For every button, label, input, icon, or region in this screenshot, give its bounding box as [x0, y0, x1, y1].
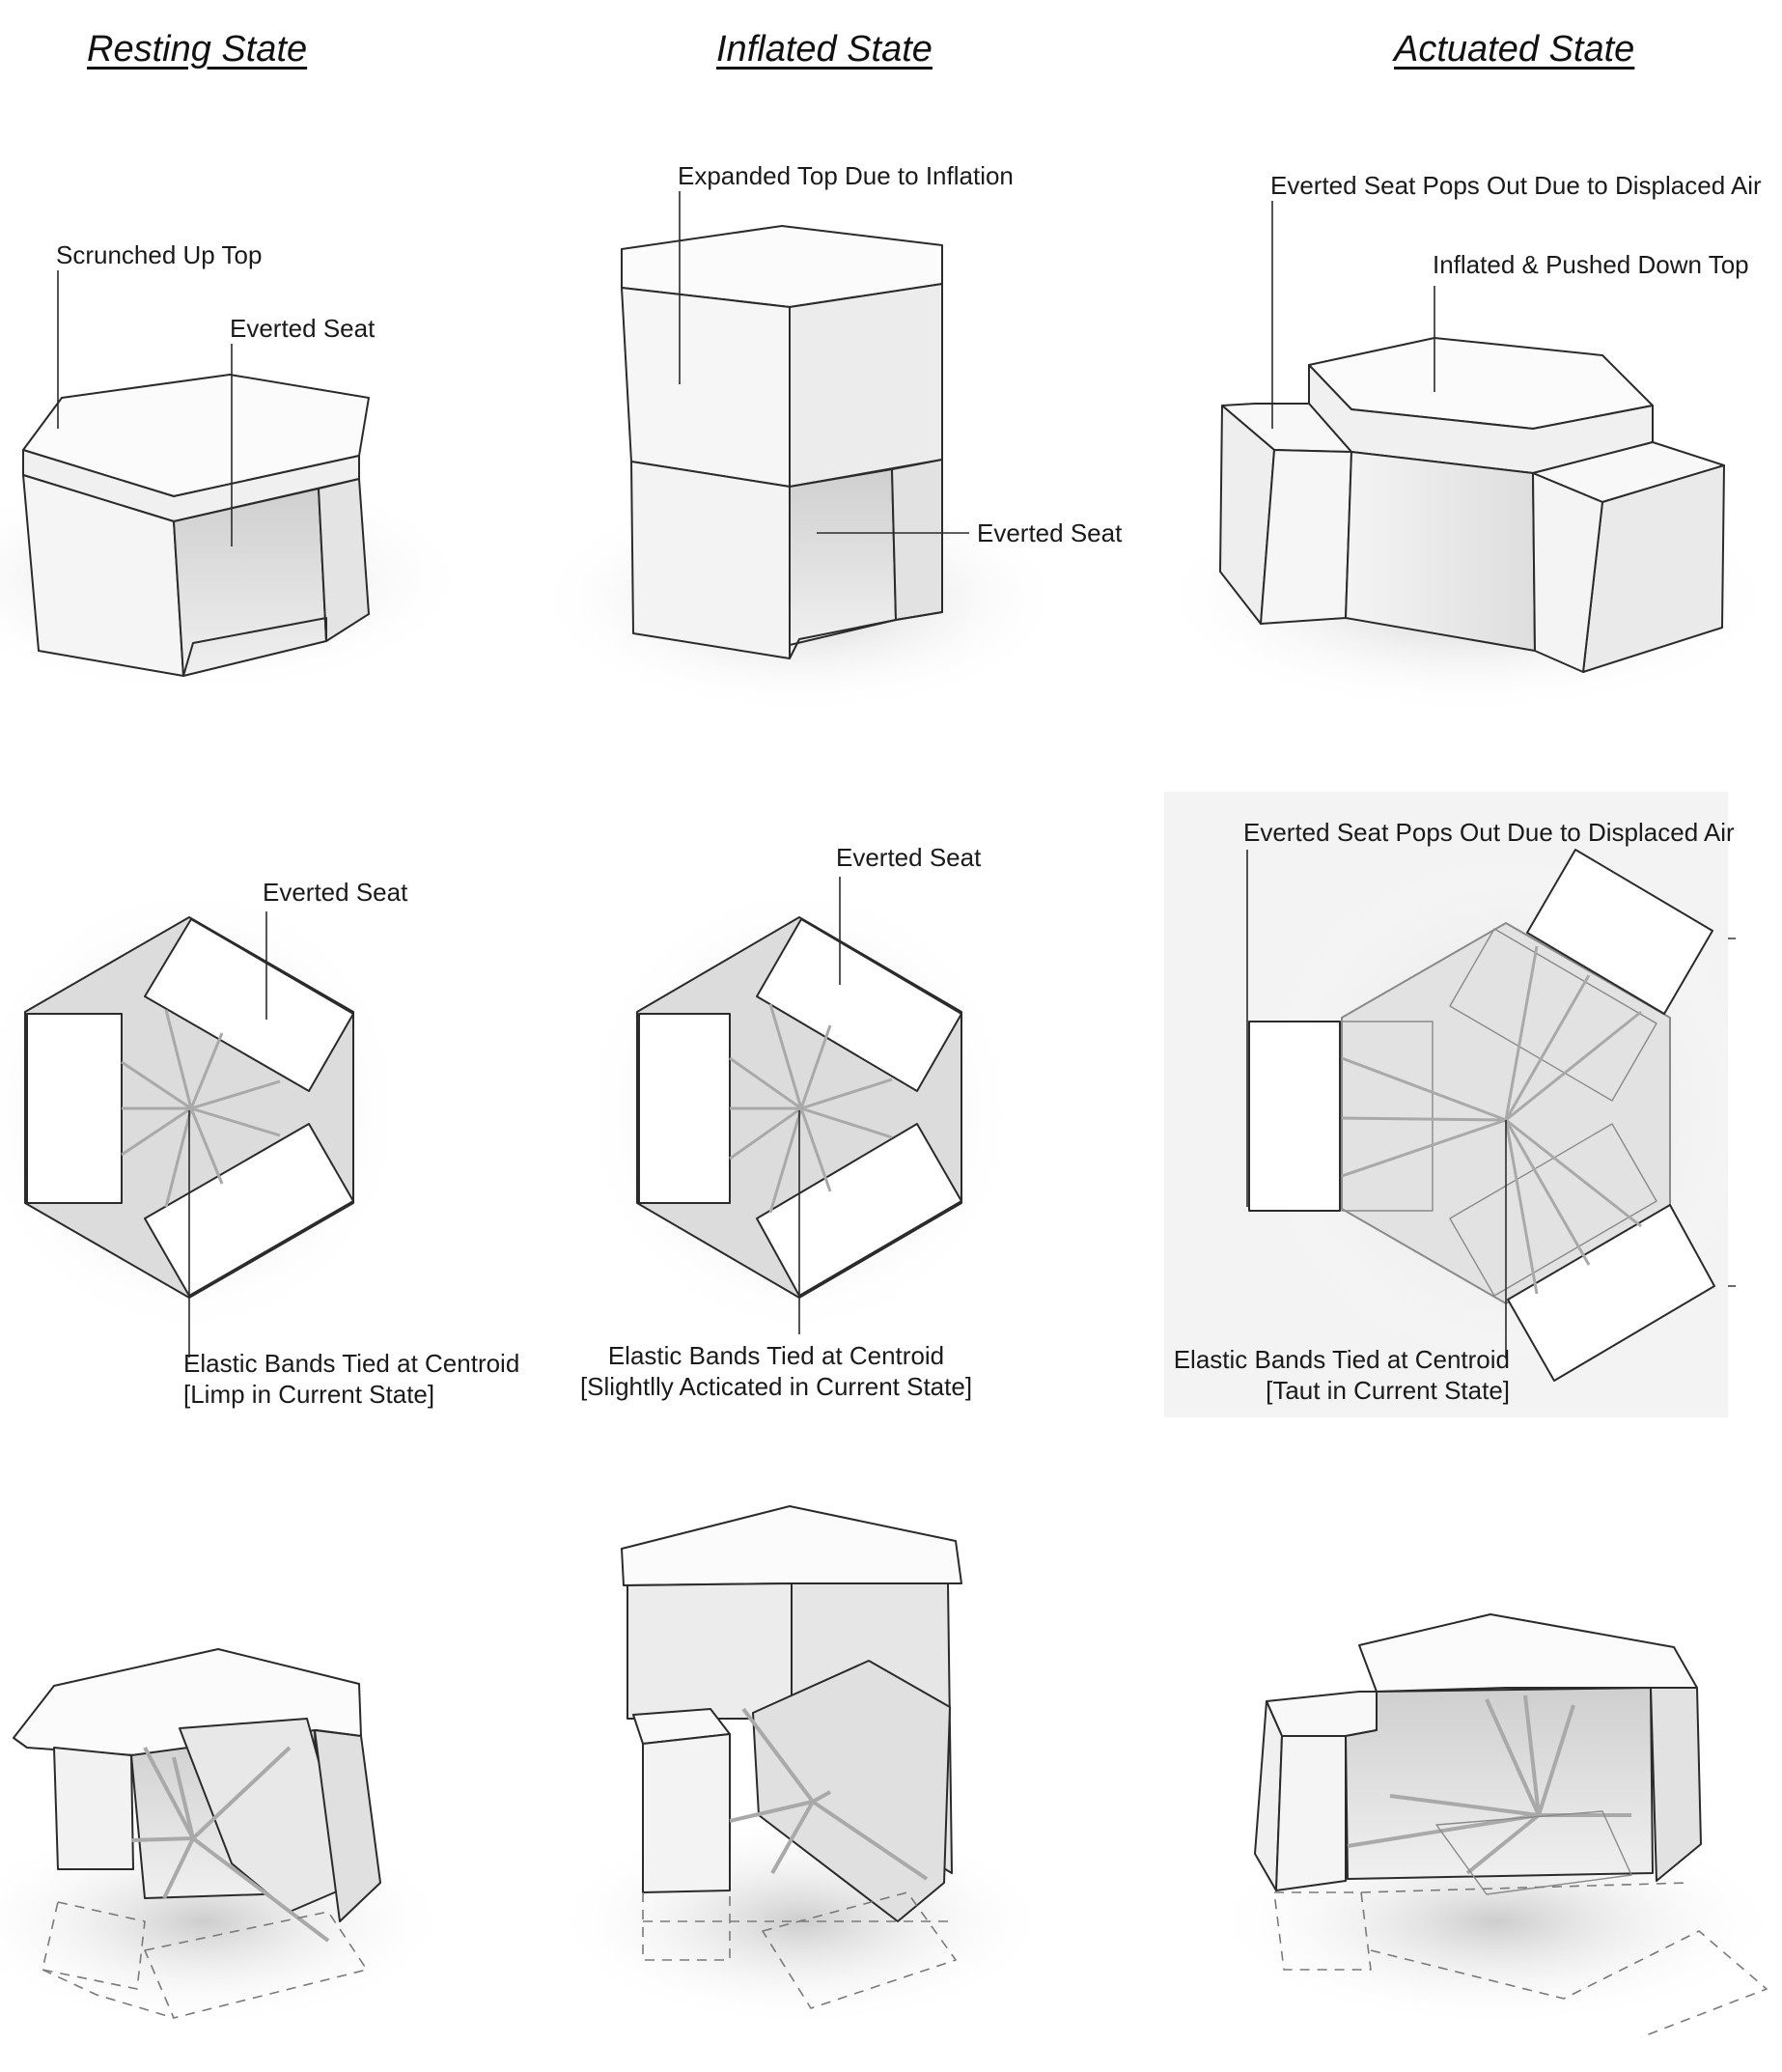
header-actuated-state: Actuated State	[1394, 29, 1634, 70]
actuated-cutaway-step	[1267, 1692, 1377, 1736]
label-plan-inflated-seat: Everted Seat	[836, 842, 981, 873]
header-inflated-state: Inflated State	[716, 29, 933, 70]
label-inflated-top: Expanded Top Due to Inflation	[678, 160, 1014, 191]
actuated-cutaway-inner	[1346, 1688, 1653, 1879]
label-plan-resting-seat: Everted Seat	[263, 877, 407, 908]
inflated-cutaway-left-seat	[643, 1734, 730, 1892]
label-plan-actuated-bands-line2: [Taut in Current State]	[1158, 1375, 1510, 1406]
actuated-perspective	[1149, 338, 1782, 714]
inflated-perspective	[531, 226, 1072, 714]
label-plan-actuated-bands: Elastic Bands Tied at Centroid [Taut in …	[1158, 1344, 1510, 1406]
label-resting-top: Scrunched Up Top	[56, 239, 262, 270]
resting-plan-seat-left	[27, 1014, 122, 1203]
inflated-plan-seat-left	[639, 1014, 730, 1203]
actuated-plan-band	[1342, 1118, 1506, 1120]
label-plan-actuated-bands-line1: Elastic Bands Tied at Centroid	[1158, 1344, 1510, 1375]
actuated-plan-seat-left	[1249, 1022, 1340, 1211]
inflated-upper-right	[790, 284, 942, 487]
resting-perspective	[0, 375, 473, 695]
actuated-cutaway-left-front	[1276, 1736, 1346, 1890]
inflated-cutaway-back-left	[627, 1583, 792, 1719]
resting-cutaway	[0, 1649, 454, 2028]
actuated-cutaway-top	[1359, 1614, 1697, 1692]
actuated-left-box-front	[1261, 450, 1351, 624]
inflated-lower-cavity	[790, 469, 896, 645]
inflated-lower-left	[631, 462, 790, 658]
resting-plan	[0, 879, 411, 1342]
label-plan-actuated-seat: Everted Seat Pops Out Due to Displaced A…	[1243, 817, 1735, 848]
label-plan-inflated-bands-line2: [Slightlly Acticated in Current State]	[579, 1371, 973, 1402]
inflated-upper-left	[622, 288, 790, 487]
label-plan-inflated-bands: Elastic Bands Tied at Centroid [Slightll…	[579, 1340, 973, 1402]
label-plan-resting-bands-line2: [Limp in Current State]	[183, 1379, 519, 1410]
label-plan-resting-bands: Elastic Bands Tied at Centroid [Limp in …	[183, 1348, 519, 1410]
actuated-center-wall	[1346, 452, 1535, 651]
label-plan-inflated-bands-line1: Elastic Bands Tied at Centroid	[579, 1340, 973, 1371]
inflated-lower-right	[892, 460, 942, 620]
inflated-cutaway-top	[622, 1506, 961, 1585]
label-plan-resting-bands-line1: Elastic Bands Tied at Centroid	[183, 1348, 519, 1379]
actuated-plan	[1164, 792, 1757, 1417]
resting-cutaway-left-wall	[54, 1748, 133, 1869]
resting-right-wall	[319, 479, 369, 641]
label-actuated-seat: Everted Seat Pops Out Due to Displaced A…	[1270, 170, 1762, 201]
header-resting-state: Resting State	[87, 29, 307, 70]
label-actuated-top: Inflated & Pushed Down Top	[1433, 249, 1749, 280]
actuated-cutaway	[1207, 1614, 1782, 2037]
resting-cutaway-band	[131, 1838, 193, 1840]
label-inflated-seat: Everted Seat	[977, 518, 1122, 548]
inflated-cutaway	[550, 1506, 1052, 2028]
label-resting-seat: Everted Seat	[230, 313, 375, 344]
